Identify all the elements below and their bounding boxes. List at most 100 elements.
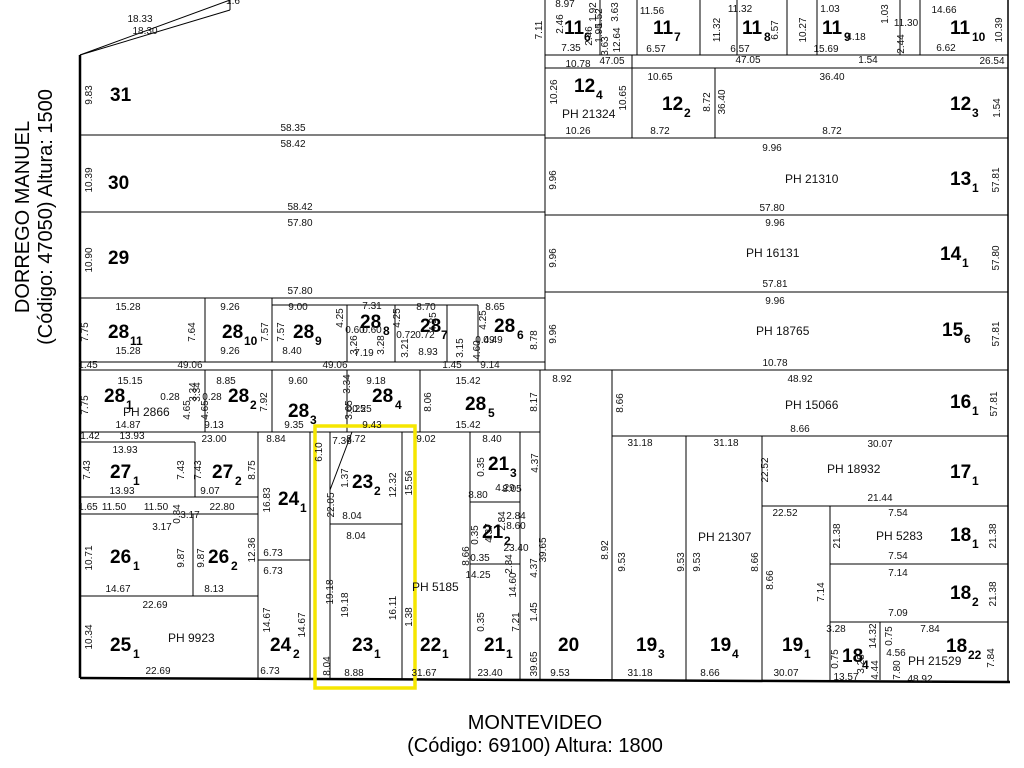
dimension-label: 21.38 (832, 523, 843, 548)
dimension-label: 1.52 (594, 8, 605, 28)
lot-label: 29 (108, 248, 129, 269)
dimension-label: 16.83 (262, 487, 273, 512)
lot-label: 25 (110, 635, 132, 656)
dimension-label: 1.03 (880, 4, 891, 24)
dimension-label: 9.07 (200, 486, 220, 497)
dimension-label: 31.18 (627, 438, 652, 449)
dimension-label: 13.57 (833, 672, 858, 683)
dimension-label: 8.75 (247, 460, 258, 480)
dimension-label: 7.35 (561, 43, 581, 54)
dimension-label: 9.53 (617, 552, 628, 572)
dimension-label: 22.69 (145, 666, 170, 677)
dimension-label: 10.34 (84, 624, 95, 649)
lot-label: 19 (782, 635, 803, 656)
dimension-label: 14.67 (262, 607, 273, 632)
dimension-label: 9.53 (550, 668, 570, 679)
dimension-label: 30.07 (867, 439, 892, 450)
dimension-label: 14.32 (868, 623, 879, 648)
lot-sub: 6 (517, 328, 524, 342)
dimension-label: 16.11 (388, 595, 399, 620)
dimension-label: 8.70 (416, 302, 436, 313)
dimension-label: 3.17 (152, 522, 172, 533)
dimension-label: 6.57 (730, 44, 750, 55)
lot-label: 28 (494, 316, 515, 337)
dimension-label: 7.43 (82, 460, 93, 480)
dimension-label: 9.00 (288, 302, 308, 313)
lot-sub: 2 (231, 559, 238, 573)
lot-sub: 2 (293, 647, 300, 661)
dimension-label: 8.13 (204, 584, 224, 595)
lot-label: 11 (822, 18, 843, 39)
dimension-label: 15.69 (813, 44, 838, 55)
dimension-label: 1.45 (442, 360, 462, 371)
dimension-label: 7.75 (80, 322, 91, 342)
dimension-label: 8.66 (765, 570, 776, 590)
dimension-label: 7.64 (187, 322, 198, 342)
dimension-label: 4.44 (870, 660, 881, 680)
lot-label: 27 (212, 462, 233, 483)
dimension-label: 2.46 (584, 26, 595, 46)
lot-sub: 7 (441, 328, 448, 342)
dimension-label: 14.25 (465, 570, 490, 581)
dimension-label: 9.43 (362, 420, 382, 431)
dimension-label: 0.35 (470, 553, 490, 564)
block-outline (78, 0, 1011, 684)
dimension-label: 10.90 (84, 247, 95, 272)
dimension-label: 3.34 (192, 382, 203, 402)
dimension-label: 4.18 (846, 32, 866, 43)
dimension-label: 8.88 (344, 668, 364, 679)
dimension-label: 13.93 (119, 431, 144, 442)
dimension-label: 8.40 (482, 434, 502, 445)
dimension-label: 10.39 (994, 17, 1005, 42)
lot-label: 28 (108, 322, 129, 343)
dimension-label: 0.60 (345, 325, 365, 336)
lot-sub: 1 (972, 404, 979, 418)
lot-label: 23 (352, 472, 373, 493)
dimension-label: 0.84 (172, 504, 183, 524)
lot-sub: 1 (442, 647, 449, 661)
dimension-label: 3.28 (826, 624, 846, 635)
dimension-label: 48.92 (787, 374, 812, 385)
dimension-label: 8.66 (700, 668, 720, 679)
dimension-label: 14.87 (115, 420, 140, 431)
dimension-label: 26.54 (979, 56, 1004, 67)
dimension-label: 0.75 (884, 626, 895, 646)
dimension-label: 2.46 (555, 14, 566, 34)
dimension-label: 19.18 (340, 592, 351, 617)
dimension-label: 31.18 (627, 668, 652, 679)
lot-label: 18 (842, 646, 863, 667)
lot-sub: 1 (962, 256, 969, 270)
ph-label: PH 21310 (785, 172, 839, 186)
lot-label: 20 (558, 635, 579, 656)
lot-sub: 5 (488, 406, 495, 420)
dimension-label: 1.03 (820, 4, 840, 15)
dimension-label: 9.35 (284, 420, 304, 431)
dimension-label: 18.30 (132, 26, 157, 37)
lot-sub: 9 (315, 334, 322, 348)
dimension-label: 4.65 (182, 400, 193, 420)
lot-label: 28 (288, 401, 309, 422)
dimension-label: 1.45 (78, 360, 98, 371)
lot-label: 26 (208, 547, 229, 568)
dimension-label: 7.19 (354, 348, 374, 359)
dimension-label: 11.32 (712, 17, 723, 42)
dimension-label: 8.40 (282, 346, 302, 357)
dimension-label: 6.73 (263, 548, 283, 559)
lot-label: 28 (420, 316, 441, 337)
dimension-label: 9.13 (204, 420, 224, 431)
dimension-label: 3.34 (188, 382, 199, 402)
dimension-label: 8.84 (266, 434, 286, 445)
dimension-label: 13.93 (112, 445, 137, 456)
lot-label: 18 (950, 583, 971, 604)
highlight-box (313, 424, 417, 690)
dimension-label: 7.54 (888, 508, 908, 519)
dimension-label: 4.25 (392, 308, 403, 328)
lot-label: 13 (950, 169, 971, 190)
dimension-label: 1.38 (404, 607, 415, 627)
lot-label: 22 (420, 635, 441, 656)
dimension-label: 7.21 (511, 612, 522, 632)
lot-sub: 1 (972, 537, 979, 551)
dimension-label: 22.69 (142, 600, 167, 611)
